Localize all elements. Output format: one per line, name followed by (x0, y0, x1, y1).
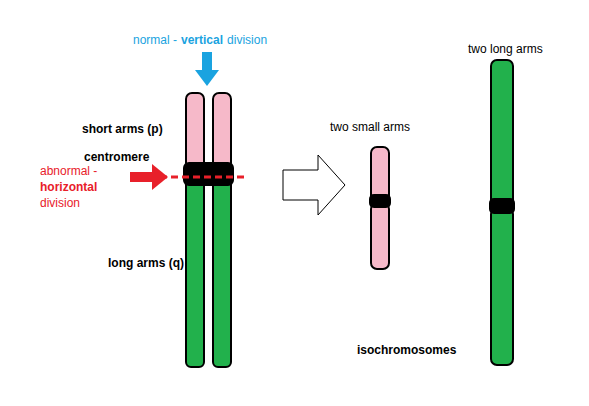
text-label: division (227, 33, 267, 48)
text-label: abnormal - (40, 164, 97, 179)
text-label: centromere (84, 150, 149, 165)
text-label: two long arms (468, 42, 543, 57)
red-arrow-shaft (130, 172, 153, 182)
centromere-band (369, 194, 391, 208)
text-label: normal - (133, 33, 177, 48)
short-arm (371, 203, 389, 269)
division-line (160, 176, 248, 179)
long-arm (186, 180, 204, 367)
text-label: long arms (q) (108, 256, 184, 271)
short-arm (186, 93, 204, 169)
long-arm (491, 208, 513, 365)
text-label: horizontal (40, 180, 97, 195)
text-label: two small arms (330, 120, 410, 135)
long-arm (213, 180, 231, 367)
label-group: abnormal -horizontaldivision (40, 164, 97, 211)
centromere-band (183, 162, 234, 186)
text-label: vertical (181, 33, 223, 48)
short-arm (213, 93, 231, 169)
red-arrow-head (152, 164, 168, 190)
blue-arrow-head (195, 70, 219, 86)
label-group: normal - vertical division (133, 33, 267, 48)
result-arrow (283, 155, 345, 215)
text-label: isochromosomes (357, 343, 456, 358)
long-arm (491, 60, 513, 206)
text-label: division (40, 196, 97, 211)
blue-arrow-shaft (202, 52, 212, 71)
text-label: short arms (p) (82, 122, 163, 137)
centromere-band (489, 198, 515, 214)
